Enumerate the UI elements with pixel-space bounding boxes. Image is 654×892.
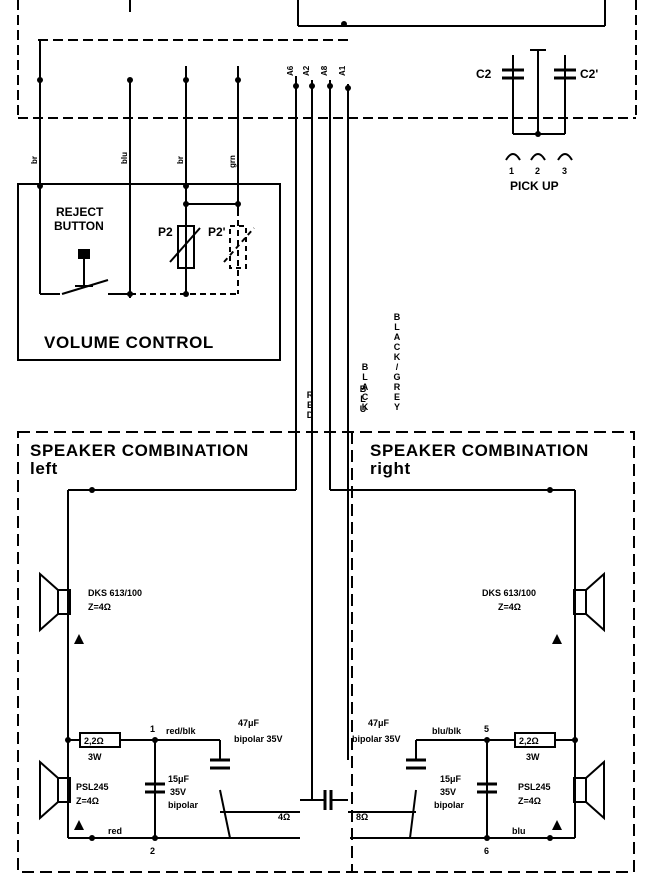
right-resistor-symbol xyxy=(514,732,556,748)
wire-tag-br-1: br xyxy=(30,156,39,164)
left-woofer-symbol xyxy=(39,759,71,821)
c2-label: C2 xyxy=(476,67,492,81)
right-cap2-volt: 35V xyxy=(440,787,456,797)
potentiometer-p2-prime-symbol xyxy=(223,225,255,269)
reject-button-symbol xyxy=(75,249,93,287)
p2-label: P2 xyxy=(158,225,173,239)
volume-control-title: VOLUME CONTROL xyxy=(44,333,214,352)
right-ohm: 8Ω xyxy=(356,812,368,822)
left-woofer-model: PSL245 xyxy=(76,782,109,792)
reject-label-1: REJECT xyxy=(56,205,104,219)
cable-blu-text: BLU xyxy=(338,384,368,412)
right-resistor-value: 2,2Ω xyxy=(519,736,539,746)
ground-icon xyxy=(74,634,84,644)
c2-prime-label: C2' xyxy=(580,67,598,81)
left-title-2: left xyxy=(30,459,58,478)
left-cap1-sub: bipolar 35V xyxy=(234,734,283,744)
connector-tag-a6: A6 xyxy=(286,65,295,76)
volume-control-box xyxy=(17,183,281,361)
wire-tag-br-2: br xyxy=(176,156,185,164)
wire-tag-grn: grn xyxy=(228,155,237,168)
left-cap2-symbol xyxy=(145,782,165,794)
cable-red-text: RED xyxy=(285,390,315,418)
ground-icon xyxy=(552,634,562,644)
chassis-frame xyxy=(17,0,637,119)
ground-icon xyxy=(552,820,562,830)
pickup-pin-1: 1 xyxy=(509,166,514,176)
left-wire-red: red xyxy=(108,826,122,836)
left-cap2-value: 15μF xyxy=(168,774,190,784)
right-cap2-symbol xyxy=(477,782,497,794)
left-cap2-sub: bipolar xyxy=(168,800,198,810)
pickup-pin-2: 2 xyxy=(535,166,540,176)
left-cap1-value: 47μF xyxy=(238,718,260,728)
right-cap1-value: 47μF xyxy=(368,718,390,728)
left-tweeter-model: DKS 613/100 xyxy=(88,588,142,598)
right-woofer-symbol xyxy=(573,759,605,821)
left-tweeter-z: Z=4Ω xyxy=(88,602,111,612)
left-resistor-value: 2,2Ω xyxy=(84,736,104,746)
left-node-1: 1 xyxy=(150,724,155,734)
coupling-capacitor-symbol xyxy=(312,790,348,810)
left-woofer-z: Z=4Ω xyxy=(76,796,99,806)
right-speaker-circuit xyxy=(348,490,605,839)
right-node-5: 5 xyxy=(484,724,489,734)
right-cap1-symbol xyxy=(406,758,426,770)
left-wire-redblk: red/blk xyxy=(166,726,197,736)
left-cap1-symbol xyxy=(210,758,230,770)
right-wire-blu: blu xyxy=(512,826,526,836)
right-resistor-watt: 3W xyxy=(526,752,540,762)
pickup-label: PICK UP xyxy=(510,179,559,193)
potentiometer-p2-symbol xyxy=(169,225,201,269)
right-tweeter-z: Z=4Ω xyxy=(498,602,521,612)
right-tweeter-symbol xyxy=(573,571,605,633)
speaker-frame xyxy=(17,431,635,873)
connector-tag-a8: A8 xyxy=(320,65,329,76)
right-node-6: 6 xyxy=(484,846,489,856)
right-tweeter-model: DKS 613/100 xyxy=(482,588,536,598)
left-ohm: 4Ω xyxy=(278,812,290,822)
connector-tag-a2: A2 xyxy=(302,65,311,76)
connector-tag-a1: A1 xyxy=(338,65,347,76)
left-node-2: 2 xyxy=(150,846,155,856)
capacitor-c2-symbol xyxy=(502,68,524,80)
left-resistor-watt: 3W xyxy=(88,752,102,762)
left-cap2-volt: 35V xyxy=(170,787,186,797)
right-title-1: SPEAKER COMBINATION xyxy=(370,441,589,460)
right-cap2-value: 15μF xyxy=(440,774,462,784)
right-title-2: right xyxy=(370,459,411,478)
ground-symbols xyxy=(74,634,562,830)
left-resistor-symbol xyxy=(79,732,121,748)
cable-label-black-grey: BLACK/GREY xyxy=(302,312,402,410)
left-tweeter-symbol xyxy=(39,571,71,633)
pickup-circuit xyxy=(502,49,576,161)
cable-black-grey-text: BLACK/GREY xyxy=(302,312,402,410)
interconnect-wires xyxy=(39,40,575,800)
cable-label-blu: BLU xyxy=(338,384,368,412)
capacitor-c2-prime-symbol xyxy=(554,68,576,80)
left-title-1: SPEAKER COMBINATION xyxy=(30,441,249,460)
right-woofer-z: Z=4Ω xyxy=(518,796,541,806)
right-cap1-sub: bipolar 35V xyxy=(352,734,401,744)
pickup-pin-connectors xyxy=(505,153,573,161)
left-speaker-circuit xyxy=(39,490,312,839)
right-woofer-model: PSL245 xyxy=(518,782,551,792)
p2-prime-label: P2' xyxy=(208,225,226,239)
pickup-pin-3: 3 xyxy=(562,166,567,176)
cable-label-red: RED xyxy=(285,390,315,418)
wire-tag-blu: blu xyxy=(120,152,129,164)
reject-label-2: BUTTON xyxy=(54,219,104,233)
ground-icon xyxy=(74,820,84,830)
right-wire-blublk: blu/blk xyxy=(432,726,462,736)
right-cap2-sub: bipolar xyxy=(434,800,464,810)
